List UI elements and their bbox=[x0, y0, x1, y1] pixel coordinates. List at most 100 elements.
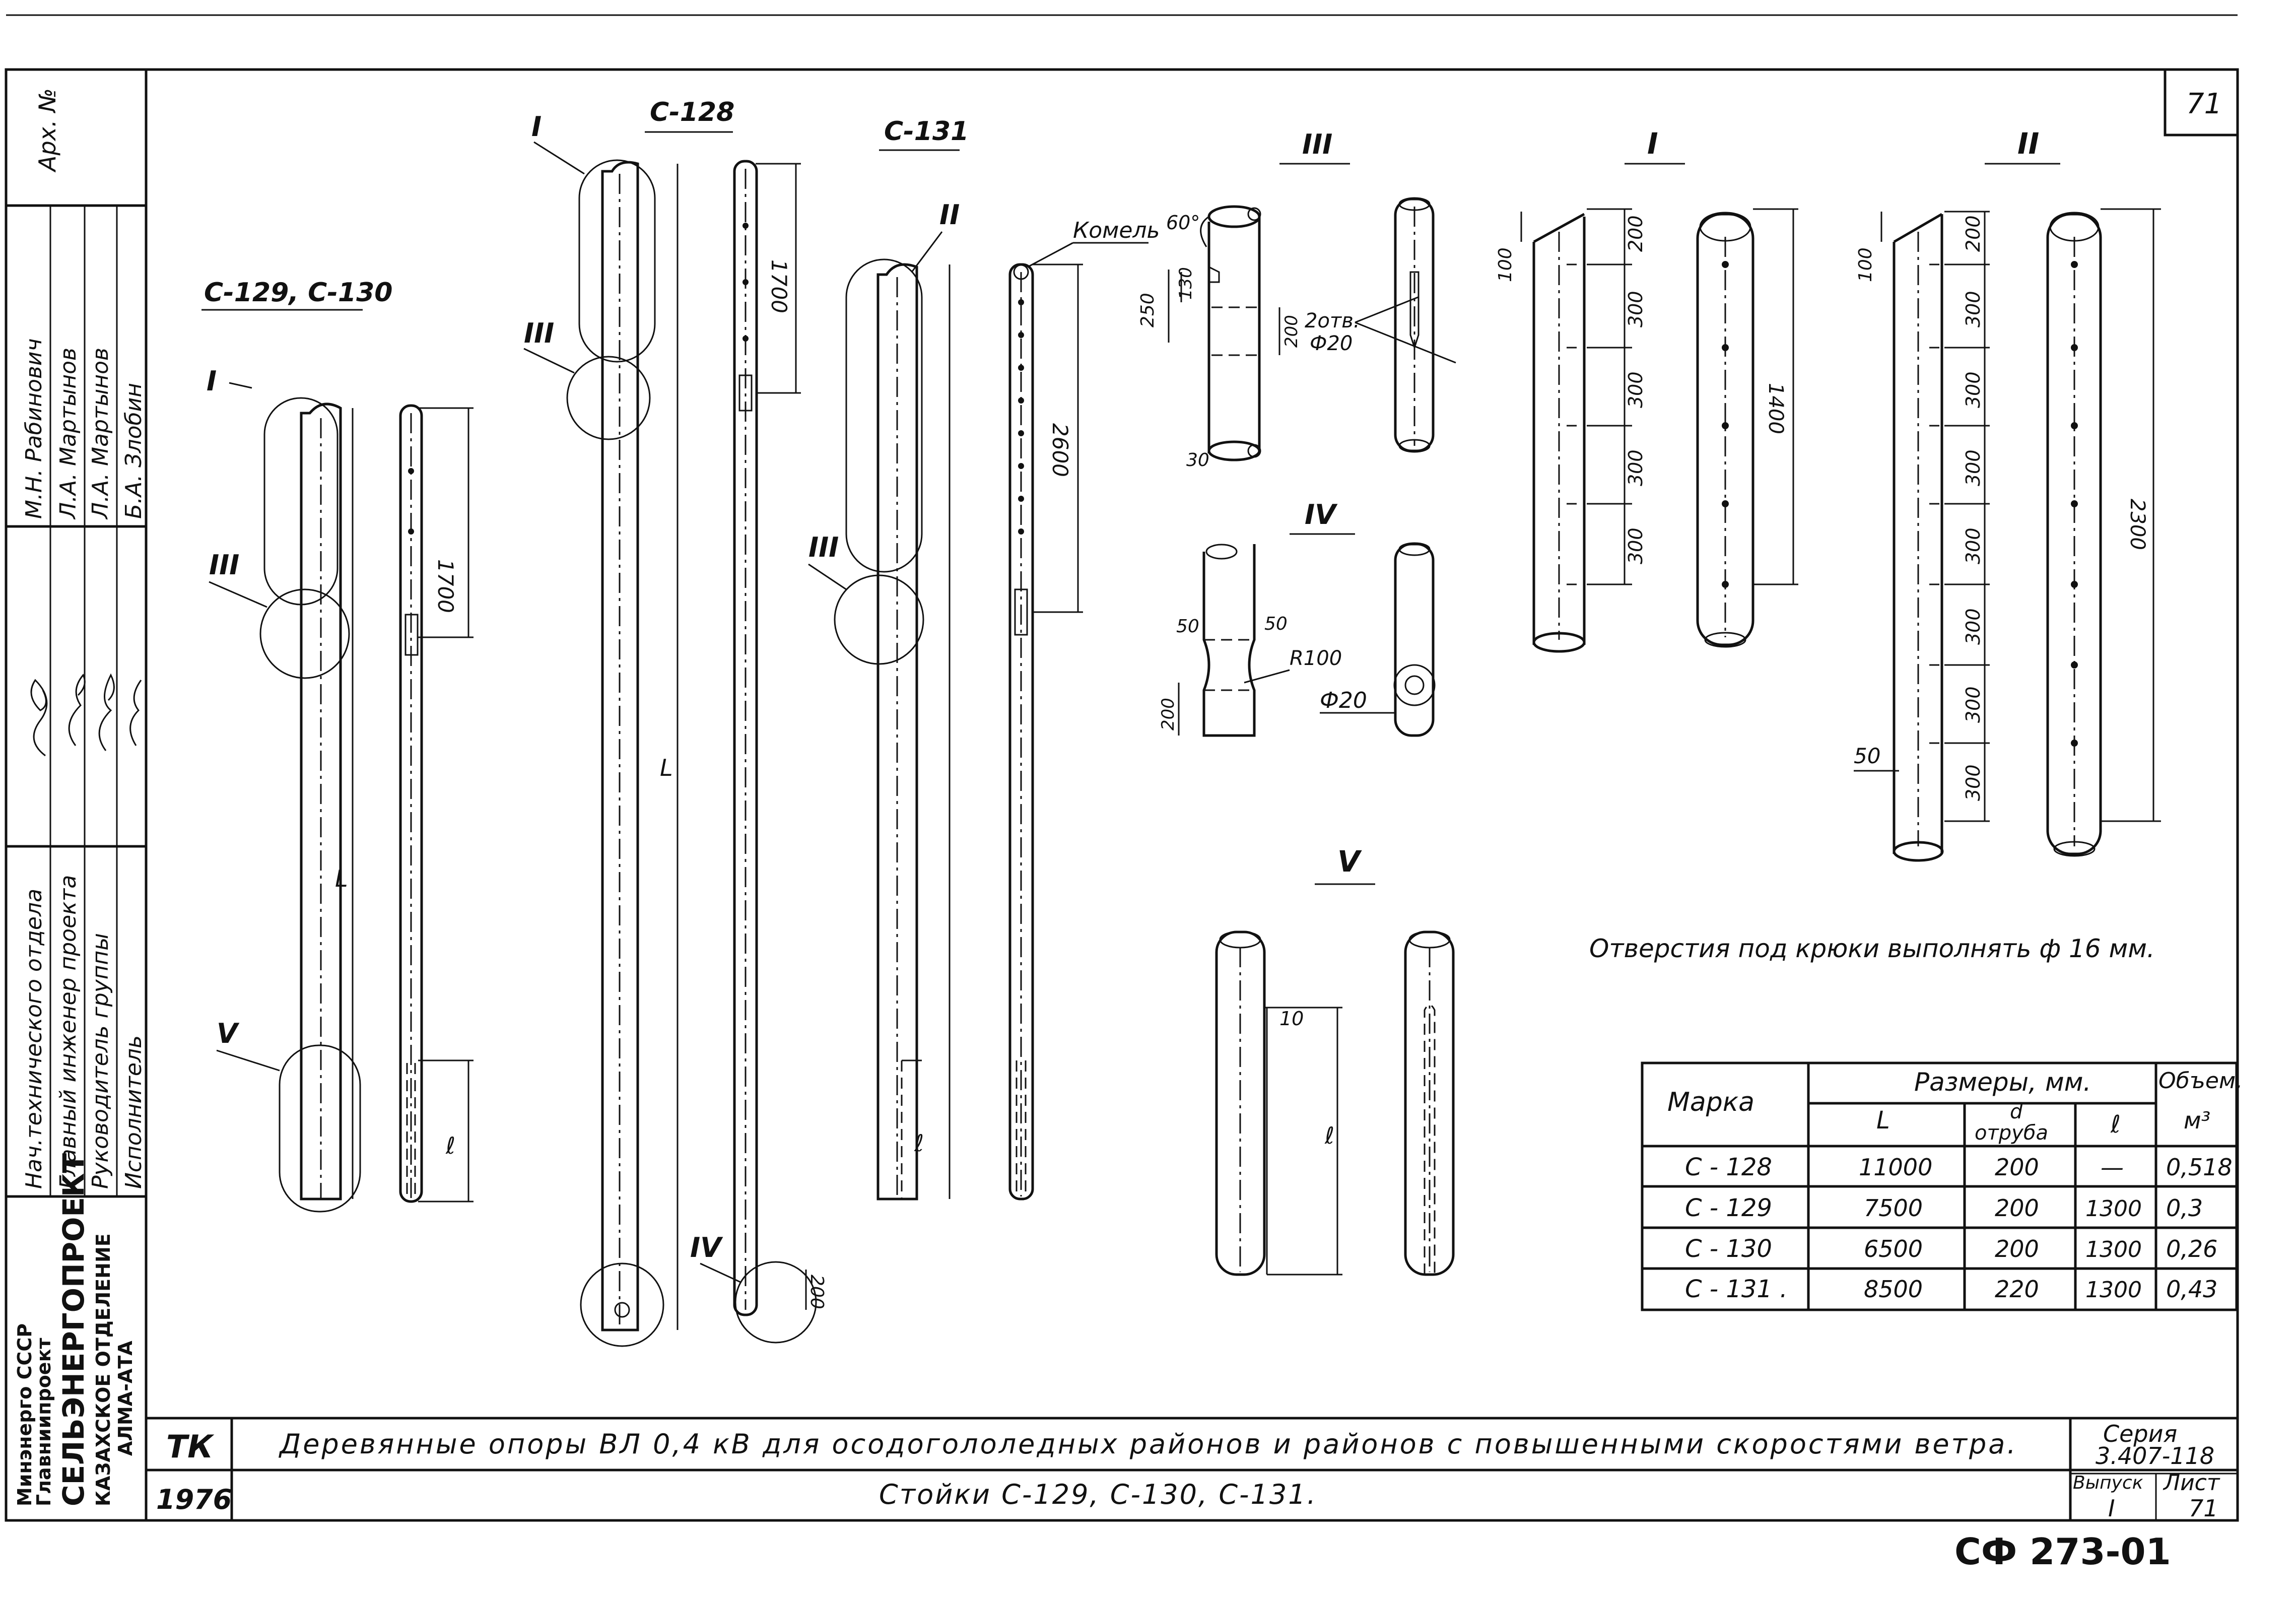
dim-300-I-4: 300 bbox=[1625, 527, 1647, 564]
pole-c131: С-131 II III ℓ 2600 Комель bbox=[808, 116, 1160, 1201]
name-1: М.Н. Рабинович bbox=[21, 339, 47, 519]
marker-III-a: III bbox=[209, 549, 239, 581]
title-block: ТК 1976 Деревянные опоры ВЛ 0,4 кВ для о… bbox=[146, 1417, 2238, 1522]
th-L: L bbox=[1876, 1106, 1890, 1135]
dim-10: 10 bbox=[1279, 1008, 1304, 1030]
dim-50-II: 50 bbox=[1854, 744, 1880, 768]
dim-1700-b: 1700 bbox=[767, 259, 791, 313]
dim-300-I-1: 300 bbox=[1625, 291, 1647, 327]
row1-l: — bbox=[2101, 1154, 2124, 1181]
row4-l: 1300 bbox=[2085, 1277, 2142, 1303]
row3-d: 200 bbox=[1995, 1235, 2039, 1262]
row2-v: 0,3 bbox=[2166, 1194, 2203, 1222]
phi20-III: Ф20 bbox=[1310, 332, 1353, 355]
dim-30: 30 bbox=[1186, 450, 1209, 471]
marker-II-c: II bbox=[939, 199, 960, 231]
row1-d: 200 bbox=[1995, 1154, 2039, 1181]
dim-300-I-3: 300 bbox=[1625, 449, 1647, 486]
th-d: d bbox=[2010, 1100, 2023, 1123]
issue-label: Выпуск bbox=[2073, 1473, 2143, 1493]
detail-I-title: I bbox=[1647, 126, 1658, 161]
detail-III-title: III bbox=[1302, 128, 1332, 160]
dim-300-II-1: 300 bbox=[1962, 291, 1984, 327]
org-line-2: Главниипроект bbox=[33, 1338, 55, 1506]
marker-III-c: III bbox=[808, 531, 839, 563]
row4-mark: С - 131 . bbox=[1685, 1275, 1787, 1303]
pole-c129-c130: С-129, С-130 I III V L 1700 ℓ bbox=[201, 278, 474, 1213]
branch-line-1: КАЗАХСКОЕ ОТДЕЛЕНИЕ bbox=[92, 1233, 114, 1506]
role-4: Исполнитель bbox=[121, 1035, 147, 1189]
row4-L: 8500 bbox=[1864, 1276, 1923, 1303]
phi20-IV: Ф20 bbox=[1320, 688, 1367, 713]
series-label: Серия bbox=[2103, 1420, 2177, 1447]
dim-300-II-6: 300 bbox=[1962, 686, 1984, 723]
detail-V: V 10 ℓ bbox=[1215, 844, 1455, 1276]
label-c129-c130: С-129, С-130 bbox=[204, 278, 392, 308]
sheet-number: 71 bbox=[2186, 88, 2222, 120]
dim-250: 250 bbox=[1137, 293, 1158, 327]
dim-200-b: 200 bbox=[806, 1275, 827, 1309]
detail-III: III 250 130 200 60° 30 2отв. Ф20 bbox=[1137, 128, 1456, 471]
row4-v: 0,43 bbox=[2166, 1276, 2217, 1303]
dim-2300: 2300 bbox=[2126, 499, 2149, 550]
issue-value: I bbox=[2108, 1495, 2115, 1522]
dim-1700-a: 1700 bbox=[433, 559, 458, 613]
detail-II-title: II bbox=[2017, 126, 2039, 161]
dim-300-II-5: 300 bbox=[1962, 608, 1984, 645]
sheet-label: Лист bbox=[2163, 1470, 2220, 1496]
marker-IV-b: IV bbox=[690, 1232, 723, 1263]
pole-c128: С-128 I III L 1700 IV 200 bbox=[523, 97, 827, 1347]
th-sizes: Размеры, bbox=[1914, 1068, 2037, 1097]
row3-v: 0,26 bbox=[2166, 1235, 2217, 1262]
dim-L-a: L bbox=[335, 865, 348, 892]
dim-100-II: 100 bbox=[1855, 247, 1876, 282]
sheet-title: Деревянные опоры ВЛ 0,4 кВ для осодоголо… bbox=[279, 1428, 2018, 1460]
tk-code: ТК bbox=[166, 1428, 215, 1465]
row3-mark: С - 130 bbox=[1685, 1235, 1772, 1263]
org-name: СЕЛЬЭНЕРГОПРОЕКТ bbox=[56, 1153, 91, 1506]
dim-200-II: 200 bbox=[1962, 215, 1984, 252]
marker-I-b: I bbox=[531, 111, 542, 143]
two-holes: 2отв. bbox=[1305, 309, 1360, 332]
sheet-subtitle: Стойки С-129, С-130, С-131. bbox=[879, 1479, 1317, 1510]
signature-1 bbox=[30, 679, 48, 757]
hook-holes-note: Отверстия под крюки выполнять ф 16 мм. bbox=[1589, 934, 2155, 963]
role-2: Главный инженер проекта bbox=[55, 875, 81, 1189]
th-d-otruba: отруба bbox=[1975, 1121, 2048, 1145]
row3-L: 6500 bbox=[1864, 1235, 1923, 1262]
bottom-stamp-number: СФ 273-01 bbox=[1954, 1530, 2171, 1573]
dim-1400: 1400 bbox=[1764, 383, 1787, 434]
dim-200-I: 200 bbox=[1625, 215, 1647, 252]
role-3: Руководитель группы bbox=[88, 933, 113, 1189]
th-volume-unit: м³ bbox=[2184, 1107, 2210, 1134]
detail-II: II 200 300 300 300 300 300 300 300 100 5… bbox=[1854, 126, 2161, 862]
dim-2600-c: 2600 bbox=[1048, 423, 1072, 477]
angle-60: 60° bbox=[1166, 212, 1200, 234]
dim-100-I: 100 bbox=[1495, 247, 1516, 282]
dim-300-I-2: 300 bbox=[1625, 371, 1647, 408]
dim-300-II-4: 300 bbox=[1962, 527, 1984, 564]
branch-line-2: АЛМА-АТА bbox=[114, 1341, 137, 1456]
name-3: Л.А. Мартынов bbox=[88, 348, 113, 520]
signature-2 bbox=[68, 674, 86, 746]
row2-mark: С - 129 bbox=[1685, 1194, 1772, 1222]
year: 1976 bbox=[156, 1484, 232, 1515]
dim-200-IV: 200 bbox=[1158, 698, 1178, 730]
detail-V-title: V bbox=[1337, 844, 1362, 879]
detail-IV: IV 50 50 R100 200 Ф20 bbox=[1158, 499, 1436, 737]
signature-4 bbox=[129, 680, 142, 746]
row1-v: 0,518 bbox=[2166, 1154, 2233, 1181]
role-1: Нач.технического отдела bbox=[21, 889, 47, 1189]
dim-130: 130 bbox=[1176, 267, 1196, 300]
dim-l-a: ℓ bbox=[445, 1132, 455, 1159]
org-line-1: Минэнерго СССР bbox=[14, 1323, 36, 1506]
row4-d: 220 bbox=[1995, 1276, 2039, 1303]
signature-3 bbox=[98, 673, 115, 751]
dim-l-c: ℓ bbox=[914, 1129, 924, 1157]
row1-L: 11000 bbox=[1859, 1154, 1932, 1181]
side-stamp-block: Арх. № М.Н. Рабинович Л.А. Мартынов Л.А.… bbox=[6, 70, 148, 1520]
marker-V-a: V bbox=[217, 1018, 240, 1049]
label-c131: С-131 bbox=[884, 116, 969, 147]
r100: R100 bbox=[1290, 647, 1342, 670]
detail-I: I 200 300 300 300 300 100 1400 bbox=[1495, 126, 1798, 653]
